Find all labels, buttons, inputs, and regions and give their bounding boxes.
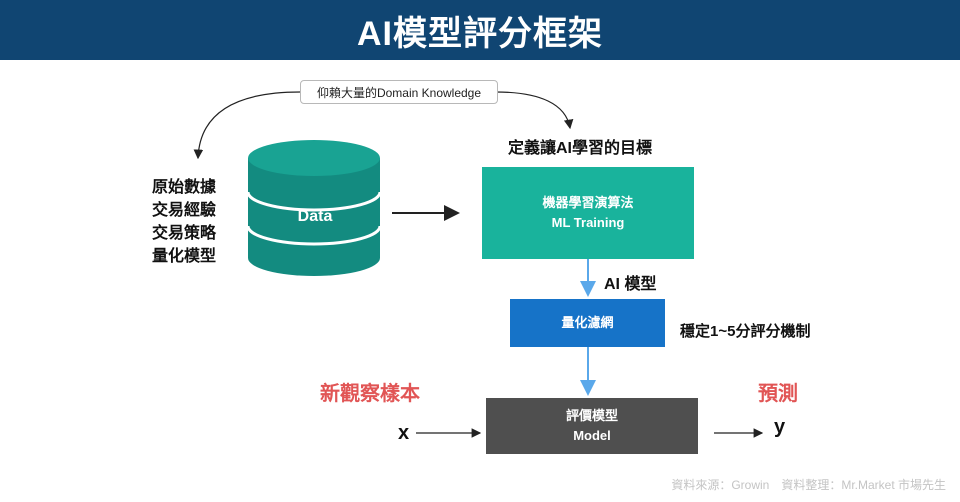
valuation-model-subtitle: Model — [573, 428, 611, 443]
data-source-item: 原始數據 — [152, 179, 217, 196]
curve-arrow-right — [495, 91, 574, 130]
ml-training-title: 機器學習演算法 — [542, 195, 634, 210]
ml-training-subtitle: ML Training — [551, 215, 625, 230]
page-title: AI模型評分框架 — [357, 14, 603, 53]
source-footer: 資料來源：Growin 資料整理：Mr.Market 市場先生 — [671, 478, 946, 492]
quant-filter-title: 量化濾網 — [561, 315, 614, 330]
prediction-label: 預測 — [758, 383, 798, 405]
valuation-model-title: 評價模型 — [565, 408, 618, 423]
ml-training-box: 機器學習演算法 ML Training — [482, 167, 694, 259]
valuation-model-box: 評價模型 Model — [486, 398, 698, 454]
output-y-label: y — [774, 416, 786, 438]
curve-arrow-left — [193, 91, 301, 160]
stable-mechanism-label: 穩定1~5分評分機制 — [680, 323, 811, 340]
database-cylinder — [246, 140, 382, 276]
data-source-item: 交易策略 — [152, 225, 217, 242]
data-sources-list: 原始數據 交易經驗 交易策略 量化模型 — [152, 176, 224, 268]
ai-model-label: AI 模型 — [604, 276, 657, 293]
new-sample-label: 新觀察樣本 — [320, 383, 420, 405]
domain-knowledge-label: 仰賴大量的Domain Knowledge — [300, 80, 498, 104]
database-label: Data — [297, 208, 333, 225]
data-source-item: 量化模型 — [152, 248, 217, 265]
data-source-item: 交易經驗 — [152, 202, 217, 219]
goal-label: 定義讓AI學習的目標 — [507, 140, 652, 157]
header-bar: AI模型評分框架 — [0, 0, 960, 60]
quant-filter-box: 量化濾網 — [510, 299, 665, 347]
input-x-label: x — [398, 422, 410, 444]
